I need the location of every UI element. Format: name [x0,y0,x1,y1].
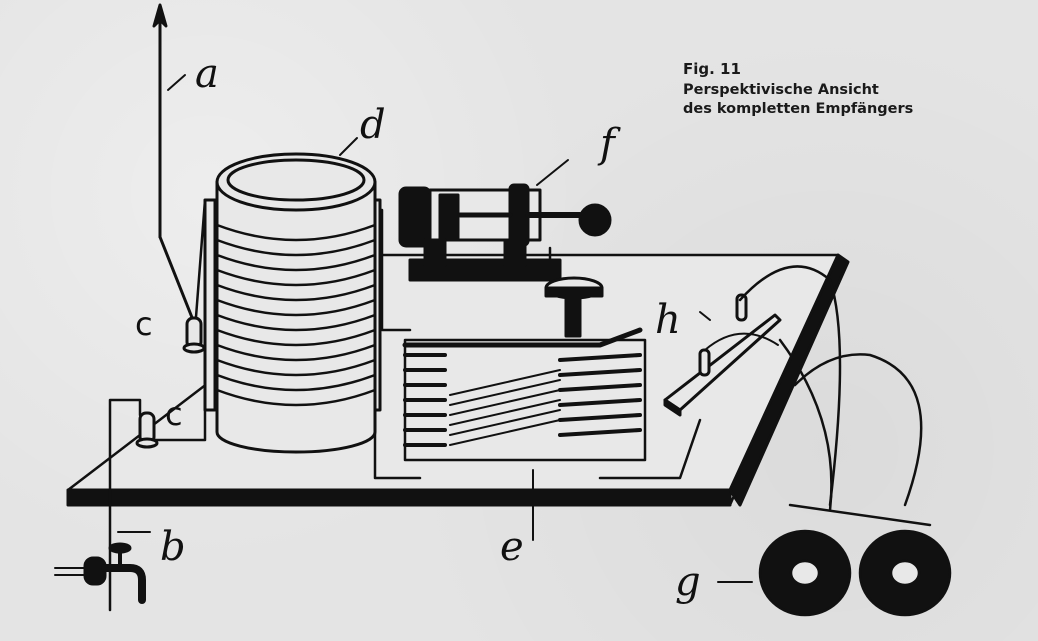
caption-line-2: des kompletten Empfängers [683,101,914,117]
label-b: b [160,524,186,570]
label-c1: c [135,305,153,343]
coil [203,137,382,454]
variable-capacitor [402,276,647,541]
caption-line-1: Perspektivische Ansicht [683,82,879,98]
label-g: g [675,559,701,605]
label-h: h [655,297,681,343]
binding-post-c2 [135,411,159,449]
label-a: a [195,51,219,97]
label-f: f [597,121,621,167]
antenna [152,3,195,322]
ground-tap [54,531,151,604]
figure-number: Fig. 11 [683,60,741,78]
crystal-detector [398,159,612,282]
label-d: d [360,102,386,148]
label-e: e [500,524,524,570]
binding-post-c1 [182,316,206,354]
headphones [717,265,952,617]
terminal-block [663,293,782,417]
label-c2: c [165,395,183,433]
